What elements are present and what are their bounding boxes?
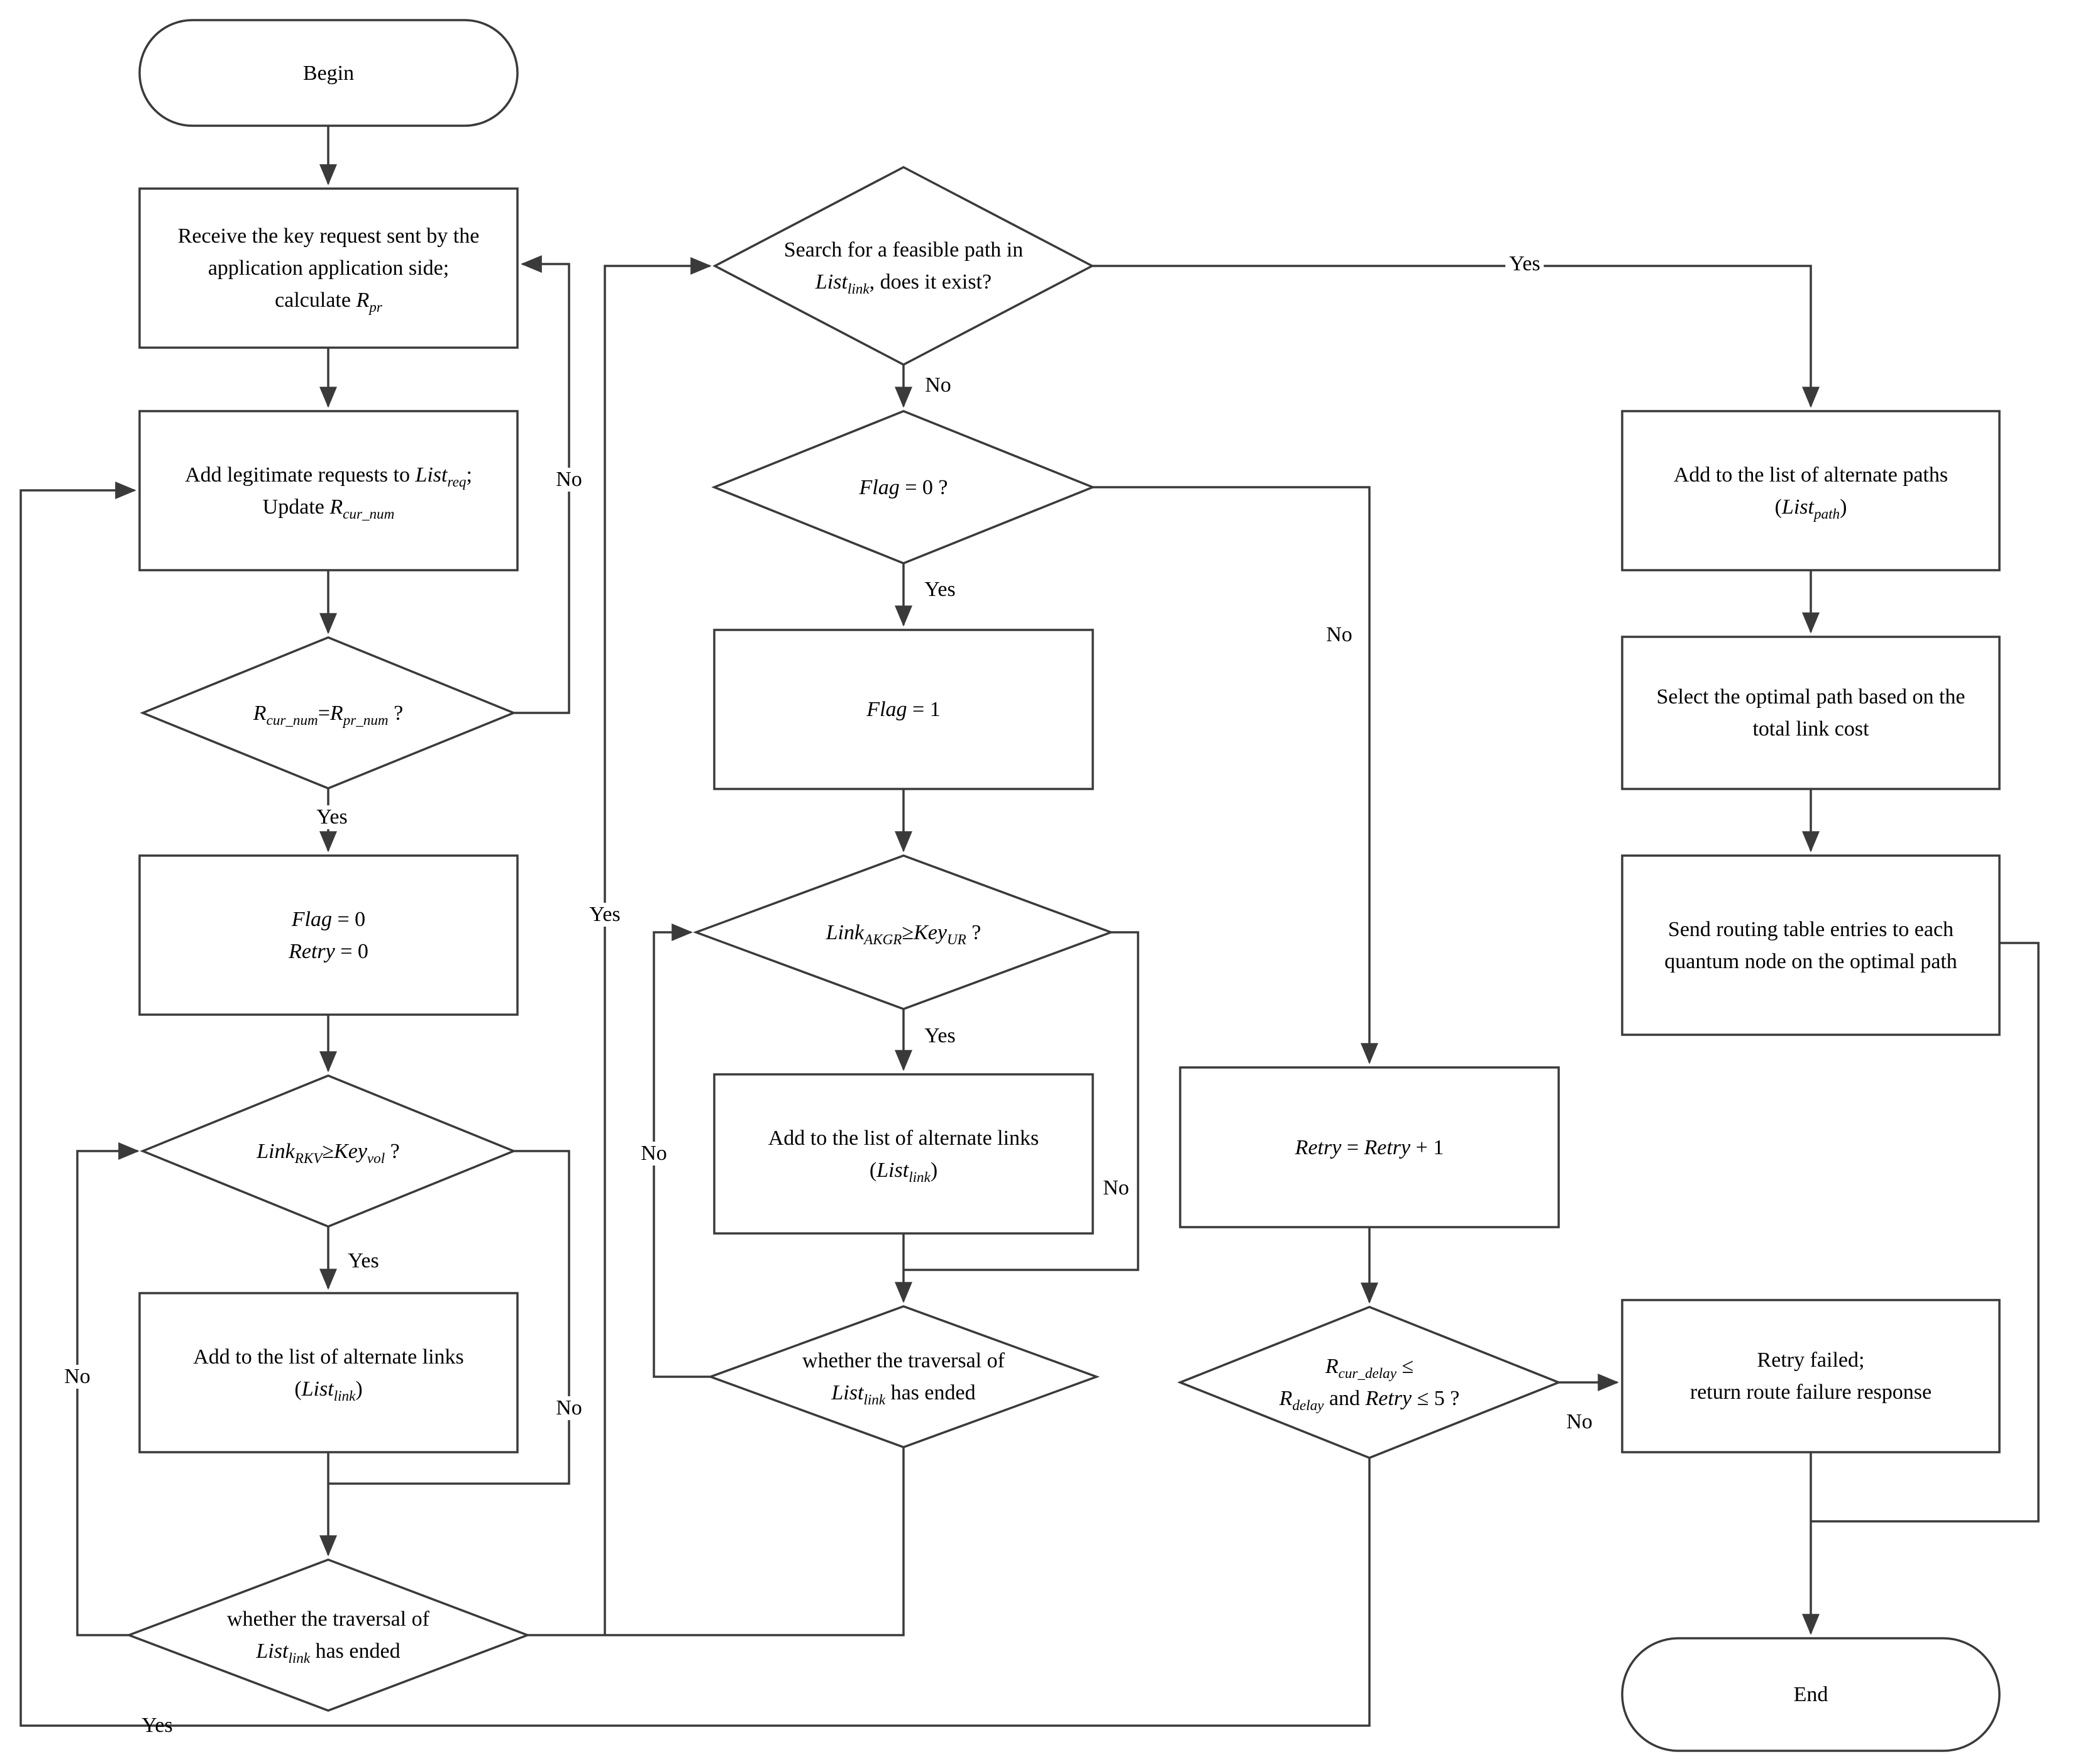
edge-delay-yes-return — [19, 482, 1371, 1727]
edge-riser-to-search — [604, 257, 712, 1635]
edge-d2-no-loop — [328, 1150, 570, 1485]
add-alternate-links-mid-process-shape — [713, 1073, 1094, 1235]
send-routing-entries-process-shape — [1621, 854, 2001, 1036]
rcur-num-equals-rpr-num-decision-shape — [140, 636, 517, 790]
label-no-flag0: No — [1322, 623, 1356, 647]
label-no-d1: No — [552, 468, 586, 492]
edge-akgr-no-loop — [904, 931, 1139, 1271]
label-no-d3m: No — [637, 1142, 671, 1166]
edge-d3l-no-loop — [76, 1142, 140, 1636]
label-yes-akgr: Yes — [920, 1024, 959, 1048]
edge-send-routing-to-end-route — [1811, 942, 2040, 1523]
begin-terminal-shape — [138, 19, 519, 127]
link-akgr-key-ur-decision-shape — [692, 854, 1115, 1010]
receive-key-request-process-shape — [138, 187, 519, 349]
edge-d3m-yes-to-riser — [605, 1447, 905, 1636]
label-yes-flag0: Yes — [920, 578, 959, 602]
edges-layer — [19, 126, 2040, 1727]
end-terminal-shape — [1621, 1637, 2001, 1752]
link-rkv-key-vol-decision-shape — [140, 1074, 517, 1228]
delay-and-retry-limit-decision-shape — [1177, 1306, 1562, 1459]
flag-equals-0-decision-shape — [711, 410, 1096, 565]
label-yes-search: Yes — [1505, 252, 1544, 276]
nodes-shape-layer — [126, 19, 2001, 1752]
flag-set-1-process-shape — [713, 629, 1094, 790]
label-yes-d1: Yes — [312, 805, 351, 829]
label-no-delay: No — [1562, 1410, 1596, 1434]
add-alternate-paths-process-shape — [1621, 410, 2001, 571]
traversal-ended-mid-decision-shape — [707, 1305, 1100, 1448]
add-alternate-links-left-process-shape — [138, 1292, 519, 1453]
retry-failed-process-shape — [1621, 1299, 2001, 1453]
add-legitimate-requests-process-shape — [138, 410, 519, 571]
label-no-search: No — [921, 373, 955, 397]
label-no-d3l: No — [60, 1365, 94, 1389]
label-yes-d2: Yes — [344, 1249, 383, 1273]
select-optimal-path-process-shape — [1621, 636, 2001, 790]
label-no-akgr: No — [1099, 1176, 1133, 1200]
traversal-ended-left-decision-shape — [126, 1558, 531, 1712]
edge-search-yes — [1092, 265, 1820, 408]
retry-increment-process-shape — [1179, 1066, 1560, 1228]
label-yes-riser: Yes — [585, 903, 624, 927]
flag-retry-init-process-shape — [138, 854, 519, 1016]
label-yes-return: Yes — [141, 1714, 173, 1737]
search-feasible-path-decision-shape — [712, 166, 1095, 366]
label-no-d2: No — [552, 1396, 586, 1420]
edge-flag0-no — [1093, 486, 1378, 1064]
